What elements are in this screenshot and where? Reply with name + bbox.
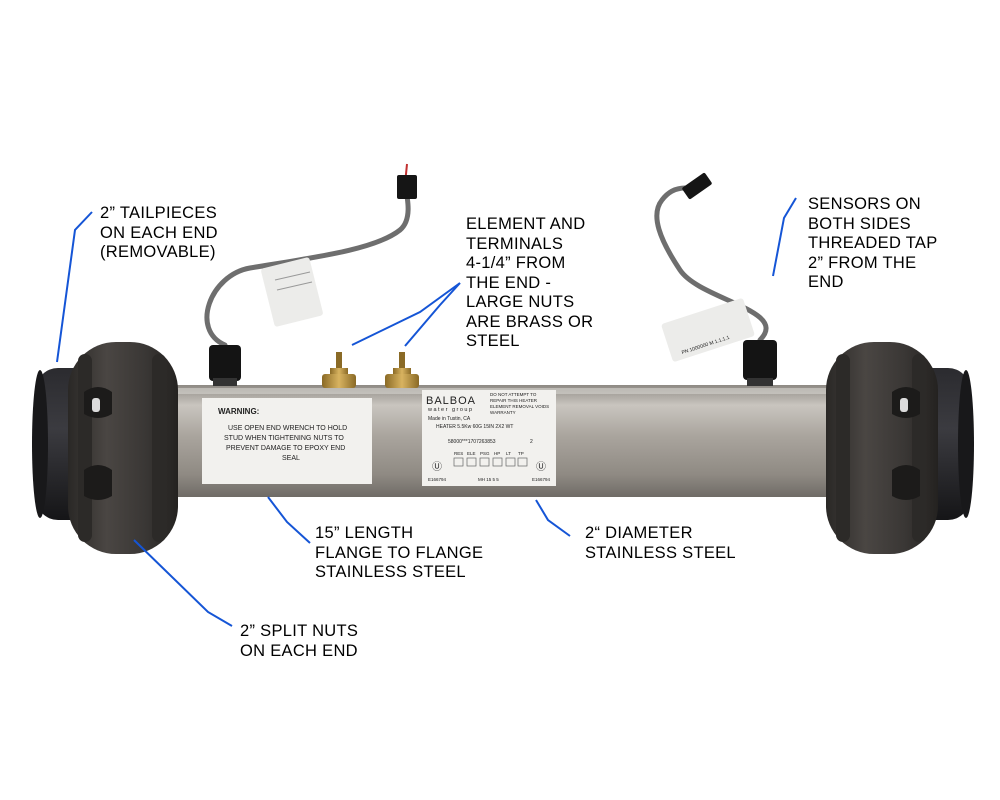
leader-lines xyxy=(56,197,797,627)
callout-length-line-1: 15” LENGTH xyxy=(315,524,414,542)
origin-text: Made in Tustin, CA xyxy=(428,416,471,422)
leader-split-nuts xyxy=(133,539,233,627)
code-header-5: TP xyxy=(518,451,524,456)
ul-mark-left-icon: Ⓤ xyxy=(432,461,442,473)
sensor-right: PN 1000000 M 1.1.1.1 xyxy=(654,173,777,386)
code-header-1: ELE xyxy=(467,451,476,456)
notice-line-2: REPAIR THIS HEATER xyxy=(490,398,538,403)
code-header-3: HP xyxy=(494,451,500,456)
callout-diameter-line-2: STAINLESS STEEL xyxy=(585,543,736,562)
brand-sub-text: water group xyxy=(427,407,474,413)
leader-length xyxy=(267,496,311,544)
model-text: HEATER 5.5Kw 60G 15IN 2X2 WT xyxy=(436,424,513,430)
code-header-4: LT xyxy=(506,451,511,456)
callout-length-line-2: FLANGE TO FLANGE xyxy=(315,543,484,562)
leader-element-2 xyxy=(404,282,461,347)
serial-suffix-text: 2 xyxy=(530,439,533,445)
callout-tailpieces: 2” TAILPIECES ON EACH END (REMOVABLE) xyxy=(100,204,218,263)
callout-element-line-1: ELEMENT AND xyxy=(466,215,586,233)
split-nut-left xyxy=(68,342,178,554)
callout-split-nuts: 2” SPLIT NUTS ON EACH END xyxy=(240,622,358,661)
callout-sensors-line-4: 2” FROM THE xyxy=(808,253,917,272)
warning-title: WARNING: xyxy=(218,407,259,416)
callout-sensors-line-5: END xyxy=(808,273,844,291)
callout-length: 15” LENGTH FLANGE TO FLANGE STAINLESS ST… xyxy=(315,524,483,583)
leader-diameter xyxy=(535,499,571,537)
callout-tailpieces-line-3: (REMOVABLE) xyxy=(100,243,216,261)
terminal-right xyxy=(385,352,419,388)
warning-line-1: USE OPEN END WRENCH TO HOLD xyxy=(228,425,347,432)
callout-element: ELEMENT AND TERMINALS 4-1/4” FROM THE EN… xyxy=(466,215,593,352)
callout-length-line-3: STAINLESS STEEL xyxy=(315,563,466,581)
warning-line-2: STUD WHEN TIGHTENING NUTS TO xyxy=(224,435,344,442)
callout-element-line-6: ARE BRASS OR xyxy=(466,312,594,331)
leader-element-1 xyxy=(351,282,461,346)
code-header-0: RES xyxy=(454,451,463,456)
callout-tailpieces-line-2: ON EACH END xyxy=(100,223,218,242)
notice-line-4: WARRANTY xyxy=(490,410,516,415)
code-header: RES ELE PSG HP LT TP xyxy=(454,451,524,456)
cert-right-text: E166794 xyxy=(532,477,551,482)
callout-element-line-7: STEEL xyxy=(466,332,520,350)
code-boxes xyxy=(453,457,528,467)
leader-sensors xyxy=(772,197,797,277)
callout-sensors: SENSORS ON BOTH SIDES THREADED TAP 2” FR… xyxy=(808,195,938,293)
notice-line-3: ELEMENT REMOVAL VOIDS xyxy=(490,404,549,409)
callout-element-line-5: LARGE NUTS xyxy=(466,293,575,311)
terminal-left xyxy=(322,352,356,388)
split-nut-right xyxy=(826,342,938,554)
cert-mid-text: MH 15 5 5 xyxy=(478,477,499,482)
warning-line-3: PREVENT DAMAGE TO EPOXY END xyxy=(226,445,345,452)
callout-tailpieces-line-1: 2” TAILPIECES xyxy=(100,204,217,222)
callout-split-nuts-line-2: ON EACH END xyxy=(240,641,358,660)
callout-element-line-3: 4-1/4” FROM xyxy=(466,254,566,272)
code-header-2: PSG xyxy=(480,451,490,456)
callout-sensors-line-2: BOTH SIDES xyxy=(808,214,911,233)
warning-line-4: SEAL xyxy=(282,455,300,462)
brand-text: BALBOA xyxy=(426,395,476,407)
callout-element-line-2: TERMINALS xyxy=(466,234,564,253)
callout-sensors-line-1: SENSORS ON xyxy=(808,195,922,213)
ul-mark-right-icon: Ⓤ xyxy=(536,461,546,473)
sensor-left xyxy=(204,163,417,386)
notice-line-1: DO NOT ATTEMPT TO xyxy=(490,392,537,397)
callout-diameter: 2“ DIAMETER STAINLESS STEEL xyxy=(585,524,736,563)
callout-diameter-line-1: 2“ DIAMETER xyxy=(585,524,693,542)
callout-split-nuts-line-1: 2” SPLIT NUTS xyxy=(240,622,359,640)
leader-tailpieces xyxy=(56,211,93,363)
callout-sensors-line-3: THREADED TAP xyxy=(808,234,938,252)
serial-text: 58000***1707263853 xyxy=(448,439,496,445)
product-label: BALBOA water group Made in Tustin, CA DO… xyxy=(422,390,556,486)
callout-element-line-4: THE END - xyxy=(466,273,552,292)
warning-label: WARNING: USE OPEN END WRENCH TO HOLD STU… xyxy=(202,398,372,484)
cert-left-text: E166794 xyxy=(428,477,447,482)
